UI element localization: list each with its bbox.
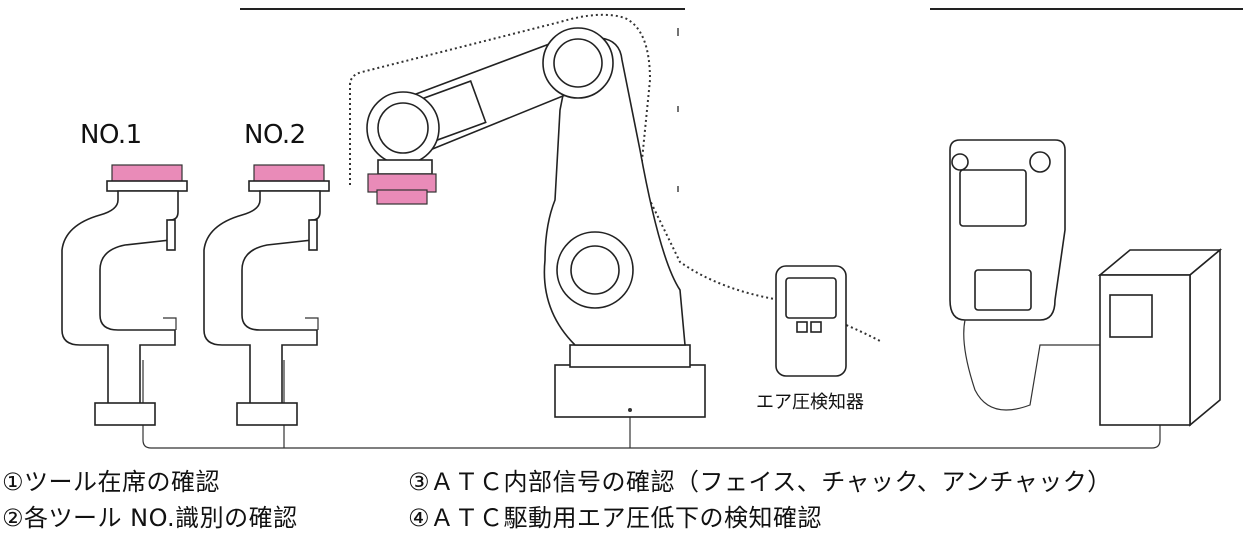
tool-label-no1: NO.1 <box>80 120 142 150</box>
air-pressure-detector-label: エア圧検知器 <box>756 392 864 413</box>
caption-4: ④ＡＴＣ駆動用エア圧低下の検知確認 <box>408 504 823 532</box>
caption-3: ③ＡＴＣ内部信号の確認（フェイス、チャック、アンチャック） <box>408 468 1112 496</box>
caption-1: ①ツール在席の確認 <box>2 468 221 496</box>
bottom-cable <box>142 360 1161 449</box>
tool-label-no2: NO.2 <box>244 120 306 150</box>
air-pressure-detector <box>775 265 847 377</box>
teach-pendant <box>949 139 1100 411</box>
robot-tool-plate <box>367 173 437 193</box>
tool-stand-1 <box>61 164 188 426</box>
dotted-air-line-top <box>349 13 652 185</box>
caption-2: ②各ツール NO.識別の確認 <box>2 504 298 532</box>
controller-cabinet <box>1097 248 1223 427</box>
robot-arm <box>349 13 883 418</box>
tool-stand-2 <box>203 164 330 426</box>
